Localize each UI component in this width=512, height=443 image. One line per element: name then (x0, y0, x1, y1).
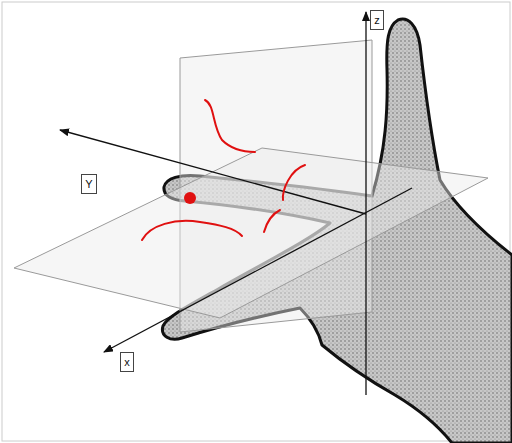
axis-label: z (374, 15, 380, 26)
axis-label-box: x (120, 352, 134, 372)
horizontal-plane (14, 148, 488, 318)
x-axis (104, 188, 412, 352)
axis-label-box: Y (81, 174, 97, 194)
axis-label-box: z (370, 10, 384, 30)
red-curves (142, 100, 305, 240)
z-axis (365, 12, 366, 395)
axis-label: x (124, 357, 130, 368)
axis-label: Y (85, 179, 92, 190)
red-dot (184, 192, 196, 204)
y-axis (60, 130, 366, 214)
